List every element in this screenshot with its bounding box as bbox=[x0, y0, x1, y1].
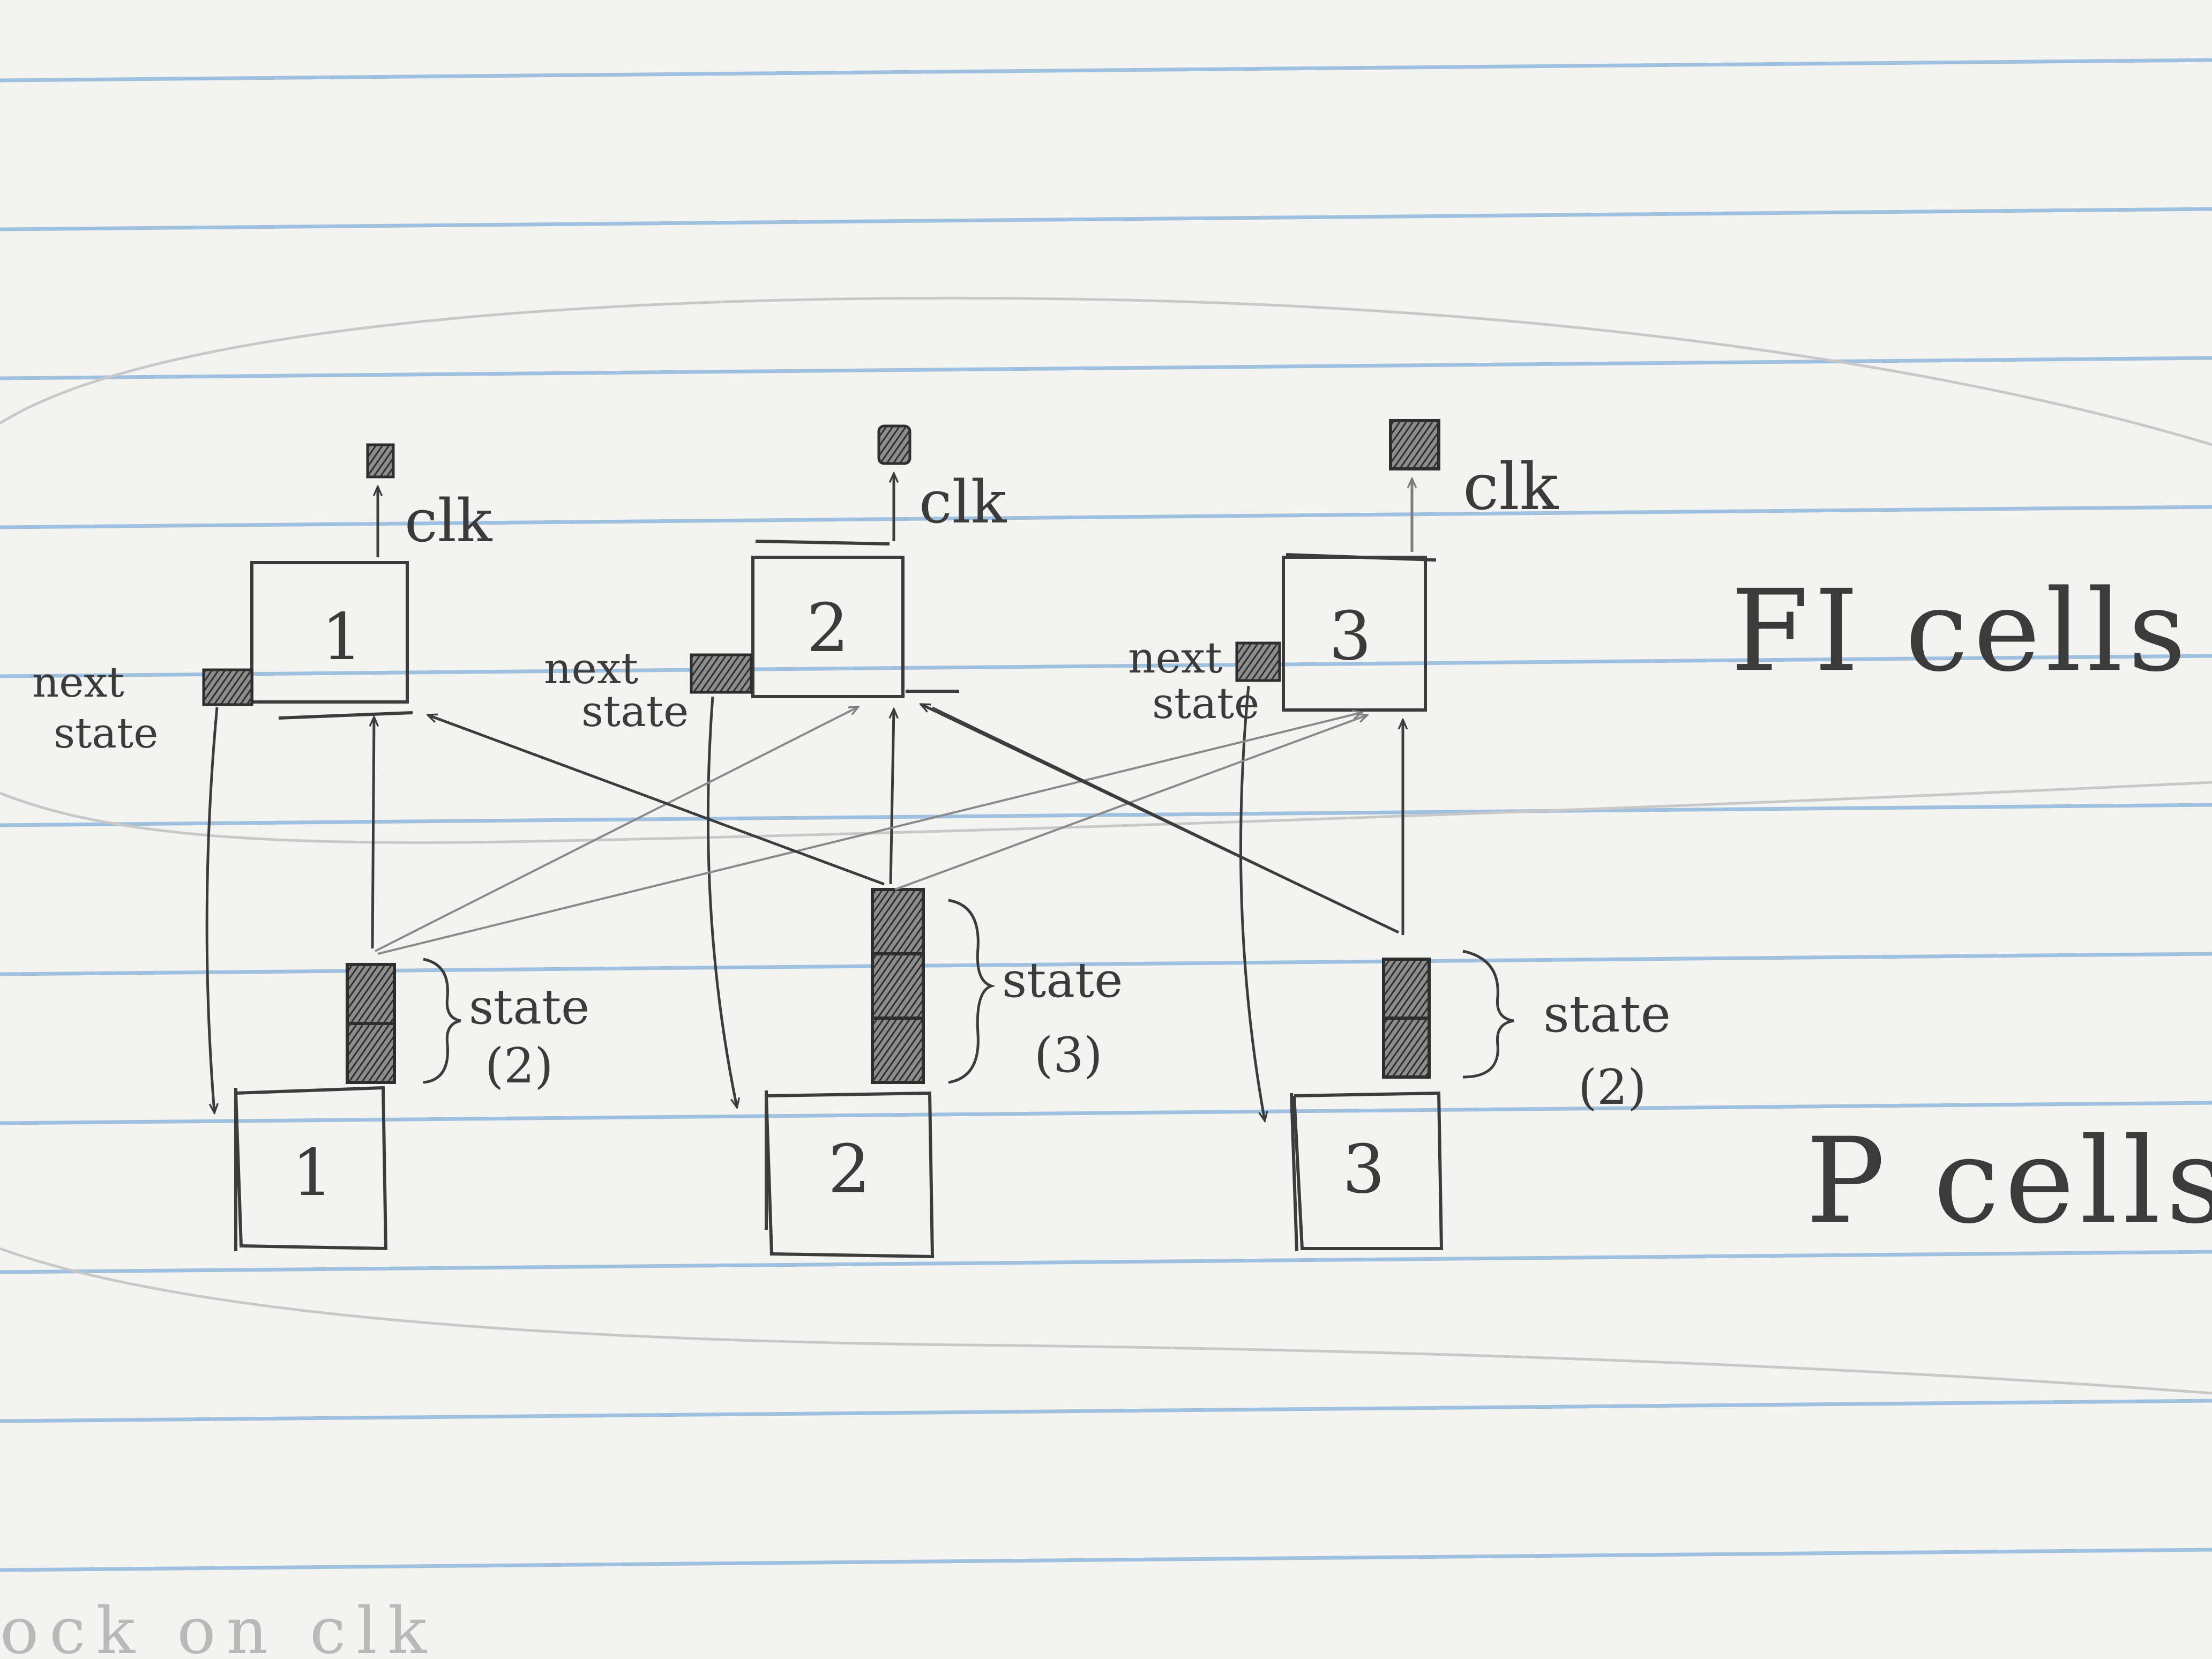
fi-cell-2: 2 clk next state bbox=[544, 426, 1007, 736]
clock-pin-icon bbox=[368, 445, 393, 477]
fi-cell-number: 1 bbox=[322, 600, 362, 675]
fi-cell-topline bbox=[756, 541, 890, 544]
next-state-pin-icon bbox=[691, 655, 751, 692]
state-brace bbox=[948, 900, 991, 1082]
state-label-p3: state (2) bbox=[1463, 951, 1671, 1116]
state-label: state bbox=[1543, 985, 1671, 1044]
p-cell-number: 3 bbox=[1342, 1131, 1385, 1208]
ruled-line bbox=[0, 1401, 2212, 1421]
next-state-pin-icon bbox=[204, 670, 252, 705]
p-cell-number: 1 bbox=[292, 1136, 333, 1210]
next-state-label-line2: state bbox=[54, 709, 158, 758]
p-cell-1: 1 bbox=[236, 1088, 386, 1251]
fi-cells-label: FI cells bbox=[1731, 565, 2191, 697]
state-p1-to-fi3-arrow bbox=[378, 713, 1361, 954]
state-register-icon bbox=[347, 1023, 394, 1082]
footer-text: ock on clk bbox=[0, 1594, 437, 1659]
clock-pin-icon bbox=[879, 426, 910, 464]
ruled-line bbox=[0, 60, 2212, 80]
fi-cell-number: 2 bbox=[806, 589, 849, 667]
clk-label: clk bbox=[1463, 450, 1559, 525]
state-label: state bbox=[469, 979, 589, 1035]
state-p1-to-fi1-arrow bbox=[372, 718, 374, 948]
fi-cell-3: 3 clk next state bbox=[1128, 421, 1559, 728]
ruled-line bbox=[0, 805, 2212, 825]
next-state-to-p2-arrow bbox=[708, 697, 737, 1107]
state-register-icon bbox=[1384, 1018, 1429, 1077]
state-label-p2: state (3) bbox=[948, 900, 1123, 1083]
state-register-icon bbox=[1384, 959, 1429, 1018]
next-state-label-line1: next bbox=[1128, 633, 1222, 683]
next-state-pin-icon bbox=[1237, 643, 1280, 681]
ruled-line bbox=[0, 1550, 2212, 1570]
ruled-line bbox=[0, 209, 2212, 229]
fi-cell-1: 1 clk next state bbox=[32, 445, 493, 758]
state-count: (2) bbox=[485, 1038, 554, 1094]
state-p2-to-fi2-arrow bbox=[891, 710, 894, 884]
state-register-icon bbox=[872, 954, 923, 1018]
next-state-label-line2: state bbox=[1152, 678, 1259, 728]
state-count: (3) bbox=[1034, 1027, 1103, 1083]
p-cells-label: P cells bbox=[1806, 1112, 2212, 1250]
p-cell-3: 3 bbox=[1291, 1093, 1441, 1251]
next-state-to-p3-arrow bbox=[1240, 686, 1265, 1120]
state-label: state bbox=[1002, 952, 1123, 1008]
state-p1-to-fi2-arrow bbox=[375, 707, 857, 951]
next-state-to-p1-arrow bbox=[207, 707, 217, 1112]
fi-cell-number: 3 bbox=[1329, 597, 1372, 675]
state-p2-to-fi1-arrow bbox=[429, 715, 884, 884]
clk-label: clk bbox=[919, 468, 1007, 536]
clk-label: clk bbox=[405, 487, 493, 555]
fi-cell-underline bbox=[279, 713, 413, 718]
ruled-line bbox=[0, 507, 2212, 527]
ruled-line bbox=[0, 1252, 2212, 1272]
state-register-icon bbox=[872, 1018, 923, 1082]
state-register-icon bbox=[347, 965, 394, 1023]
state-brace bbox=[1463, 951, 1514, 1077]
next-state-label-line2: state bbox=[581, 686, 689, 736]
state-count: (2) bbox=[1578, 1059, 1647, 1116]
next-state-label-line1: next bbox=[32, 659, 124, 707]
state-register-icon bbox=[872, 890, 923, 954]
state-brace bbox=[423, 959, 461, 1082]
p-cell-number: 2 bbox=[828, 1131, 871, 1208]
state-label-p1: state (2) bbox=[423, 959, 589, 1094]
clock-pin-icon bbox=[1391, 421, 1439, 469]
